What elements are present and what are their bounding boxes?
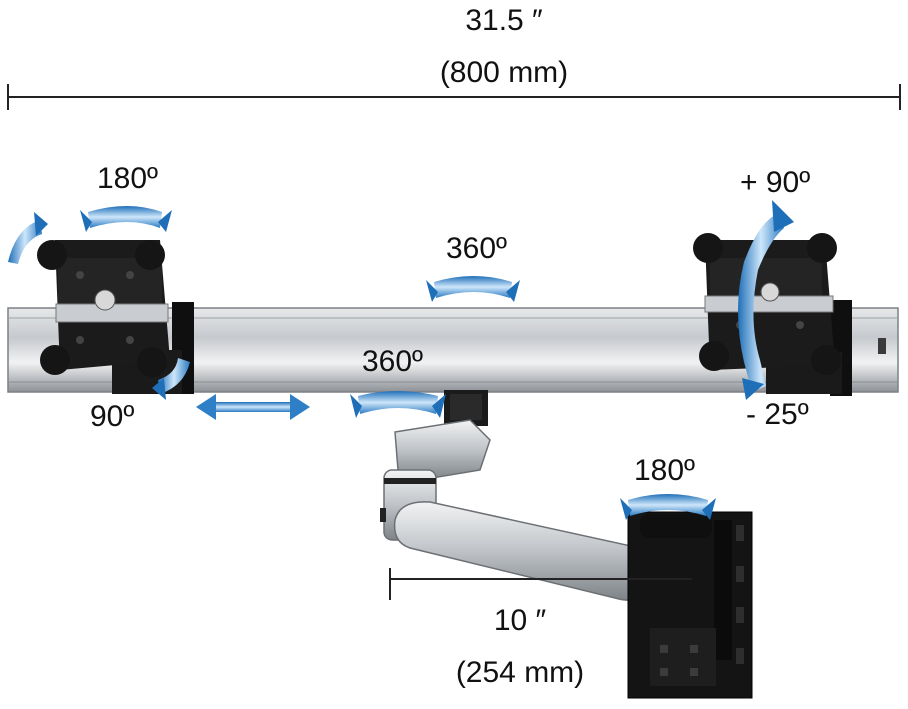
curved-swivel-arrow-icon [80,206,172,232]
left-mount-swivel-label: 180º [97,162,159,195]
overall-dimension-line [7,84,901,110]
overall-length-label: 31.5 ″ [465,4,543,37]
tilt-arrow-icon [738,200,794,400]
arm-reach-label: 10 ″ [493,604,547,637]
reach-dimension-line [389,568,692,600]
arm-reach-metric-label: (254 mm) [455,656,585,689]
curved-swivel-arrow-icon [152,358,190,400]
arm-joint-swivel-label: 360º [362,345,424,378]
wall-plate-swivel-label: 180º [634,454,696,487]
bar-swivel-label: 360º [446,232,508,265]
curved-swivel-arrow-icon [350,391,446,418]
wall-plate [627,511,753,699]
right-mount-tilt-down-label: - 25º [746,398,809,431]
double-headed-slide-arrow-icon [196,394,310,420]
arm-column [444,390,488,426]
overall-length-metric-label: (800 mm) [439,56,569,89]
left-mount-rotation-label: 90º [90,400,135,433]
right-vesa-mount [693,233,852,396]
curved-swivel-arrow-icon [8,212,48,264]
curved-swivel-arrow-icon [426,276,520,302]
right-mount-tilt-up-label: + 90º [740,166,811,199]
curved-swivel-arrow-icon [620,494,716,520]
